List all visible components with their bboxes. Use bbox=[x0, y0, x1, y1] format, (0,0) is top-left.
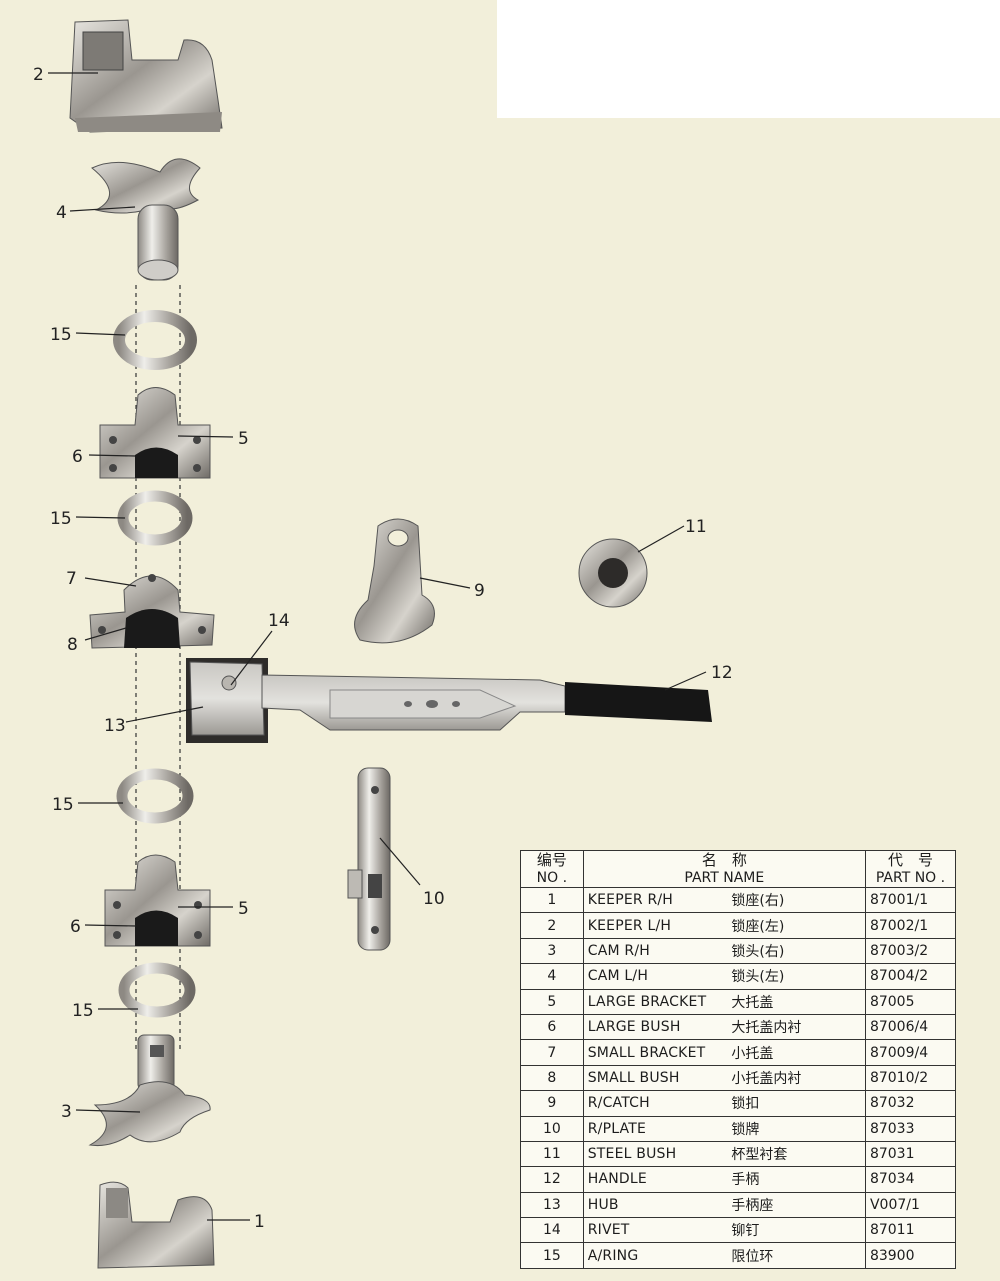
callout-4: 4 bbox=[56, 203, 67, 223]
keeper-lh-part bbox=[69, 19, 223, 133]
header-part-no: 代 号 PART NO . bbox=[864, 850, 957, 888]
white-patch bbox=[497, 0, 1000, 118]
callout-6: 6 bbox=[72, 447, 83, 467]
callout-12: 12 bbox=[711, 663, 733, 683]
callout-10: 10 bbox=[423, 889, 445, 909]
r-catch-part bbox=[354, 518, 435, 644]
callout-1: 1 bbox=[254, 1212, 265, 1232]
callout-8: 8 bbox=[67, 635, 78, 655]
small-bracket-part bbox=[89, 574, 215, 649]
callout-3: 3 bbox=[61, 1102, 72, 1122]
cam-rh-part bbox=[88, 1034, 211, 1146]
callout-9: 9 bbox=[474, 581, 485, 601]
cam-lh-part bbox=[91, 158, 201, 281]
leader-lines bbox=[48, 72, 707, 1221]
callout-5: 5 bbox=[238, 899, 249, 919]
callout-labels: 2 4 15 6 5 15 7 8 14 13 9 11 12 15 10 6 … bbox=[33, 65, 733, 1232]
header-part-name: 名 称 PART NAME bbox=[582, 850, 866, 888]
parts-table-header: 编号 NO . 名 称 PART NAME 代 号 PART NO . bbox=[520, 850, 957, 888]
callout-15: 15 bbox=[50, 325, 72, 345]
header-no: 编号 NO . bbox=[520, 850, 584, 888]
callout-7: 7 bbox=[66, 569, 77, 589]
callout-15: 15 bbox=[72, 1001, 94, 1021]
callout-15: 15 bbox=[50, 509, 72, 529]
large-bracket-lower-part bbox=[104, 854, 211, 947]
callout-14: 14 bbox=[268, 611, 290, 631]
callout-15: 15 bbox=[52, 795, 74, 815]
keeper-rh-part bbox=[97, 1181, 215, 1269]
callout-6: 6 bbox=[70, 917, 81, 937]
handle-assembly-part bbox=[186, 658, 712, 743]
large-bracket-part bbox=[99, 387, 211, 479]
steel-bush-part bbox=[578, 538, 648, 608]
r-plate-part bbox=[347, 767, 391, 951]
callout-5: 5 bbox=[238, 429, 249, 449]
callout-11: 11 bbox=[685, 517, 707, 537]
callout-2: 2 bbox=[33, 65, 44, 85]
callout-13: 13 bbox=[104, 716, 126, 736]
